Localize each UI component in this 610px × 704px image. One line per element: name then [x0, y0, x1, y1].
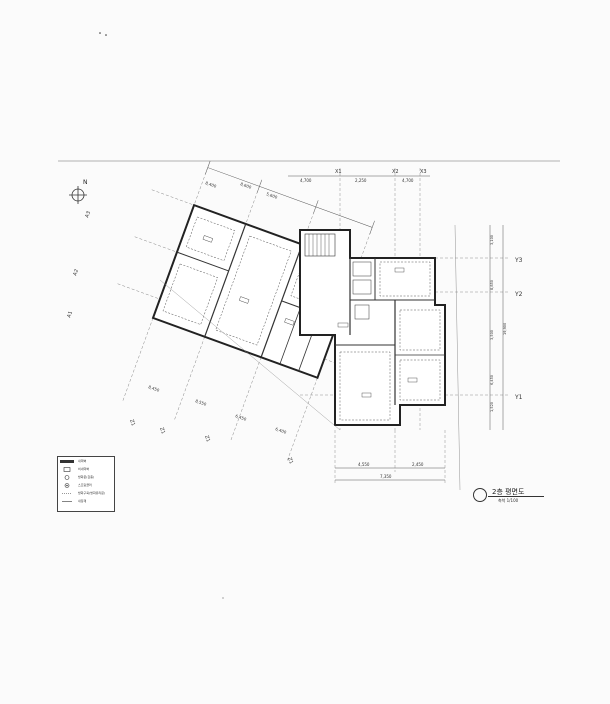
- grid-label-right: Y3: [514, 257, 523, 264]
- legend-text: 스프링클러: [78, 483, 92, 487]
- title-block: 2층 평면도 축척 1/100: [468, 487, 558, 517]
- dimension-text: 8,550: [195, 398, 208, 407]
- legend-row: 방화문(갑종): [58, 473, 114, 481]
- title-underline: [488, 496, 544, 497]
- dimension-text: 4,700: [402, 178, 414, 183]
- dimension-text: 8,450: [148, 384, 161, 393]
- dimension-text: 2,450: [412, 462, 424, 467]
- fire-door-icon: [64, 474, 70, 480]
- grid-label-bottom: Z1: [128, 419, 136, 427]
- dimension-text: 1,520: [490, 402, 494, 412]
- grid-label-left: A1: [66, 310, 74, 318]
- speck: [105, 34, 107, 36]
- grid-label-left: A3: [84, 210, 92, 218]
- legend-text: 내장재: [78, 499, 87, 503]
- finish-material-icon: [62, 500, 72, 502]
- dimension-text: 2,250: [355, 178, 367, 183]
- grid-label-right: Y1: [514, 394, 523, 401]
- sprinkler-icon: [64, 482, 70, 488]
- legend-row: 내장재: [58, 497, 114, 505]
- dimension-text: 5,600: [266, 191, 279, 200]
- dimension-text: 4,700: [300, 178, 312, 183]
- north-label: N: [83, 179, 88, 186]
- dimension-text: 8,400: [205, 180, 218, 189]
- drawing-scale: 축척 1/100: [498, 498, 519, 503]
- grid-label-bottom: Z1: [158, 427, 166, 435]
- drawing-number-circle-icon: [473, 488, 487, 502]
- grid-label-top: X3: [420, 169, 427, 175]
- drawing-title: 2층 평면도: [492, 488, 525, 496]
- legend-text: 방화문(갑종): [78, 475, 95, 479]
- partition-wall-icon: [63, 466, 71, 472]
- grid-label-bottom: Z1: [286, 457, 294, 465]
- fire-partition-icon: [62, 492, 72, 494]
- speck: [222, 597, 224, 599]
- grid-label-right: Y2: [514, 291, 523, 298]
- dimension-text: 7,350: [380, 474, 392, 479]
- legend-row: 비내력벽: [58, 465, 114, 473]
- dimension-text: 6,450: [490, 375, 494, 385]
- dimension-text: 8,850: [490, 280, 494, 290]
- dimension-text: 6,400: [275, 426, 288, 435]
- stair: [304, 233, 336, 257]
- solid-wall-icon: [60, 459, 74, 463]
- orthogonal-wing: X1 X2 X3 4,700 2,250 4,700 Y3 Y2 Y1 3,10…: [159, 168, 523, 491]
- legend-row: 스프링클러: [58, 481, 114, 489]
- grid-label-left: A2: [72, 268, 80, 276]
- dimension-text: 8,600: [240, 181, 253, 190]
- legend: 내력벽 비내력벽 방화문(갑종) 스프링클러 방화구획(방화유리문) 내장재: [57, 456, 115, 512]
- grid-label-top: X2: [392, 169, 399, 175]
- dimension-text: 3,100: [490, 235, 494, 245]
- dimension-text: 4,550: [358, 462, 370, 467]
- legend-text: 방화구획(방화유리문): [78, 491, 106, 495]
- legend-text: 비내력벽: [78, 467, 90, 471]
- speck: [99, 32, 101, 34]
- legend-row: 내력벽: [58, 457, 114, 465]
- grid-label-bottom: Z1: [203, 435, 211, 443]
- legend-row: 방화구획(방화유리문): [58, 489, 114, 497]
- dimension-text: 19,900: [503, 323, 507, 335]
- grid-label-top: X1: [335, 169, 342, 175]
- north-arrow: N: [69, 179, 88, 204]
- legend-text: 내력벽: [78, 459, 87, 463]
- dimension-text: 3,500: [490, 330, 494, 340]
- dimension-text: 6,450: [235, 413, 248, 422]
